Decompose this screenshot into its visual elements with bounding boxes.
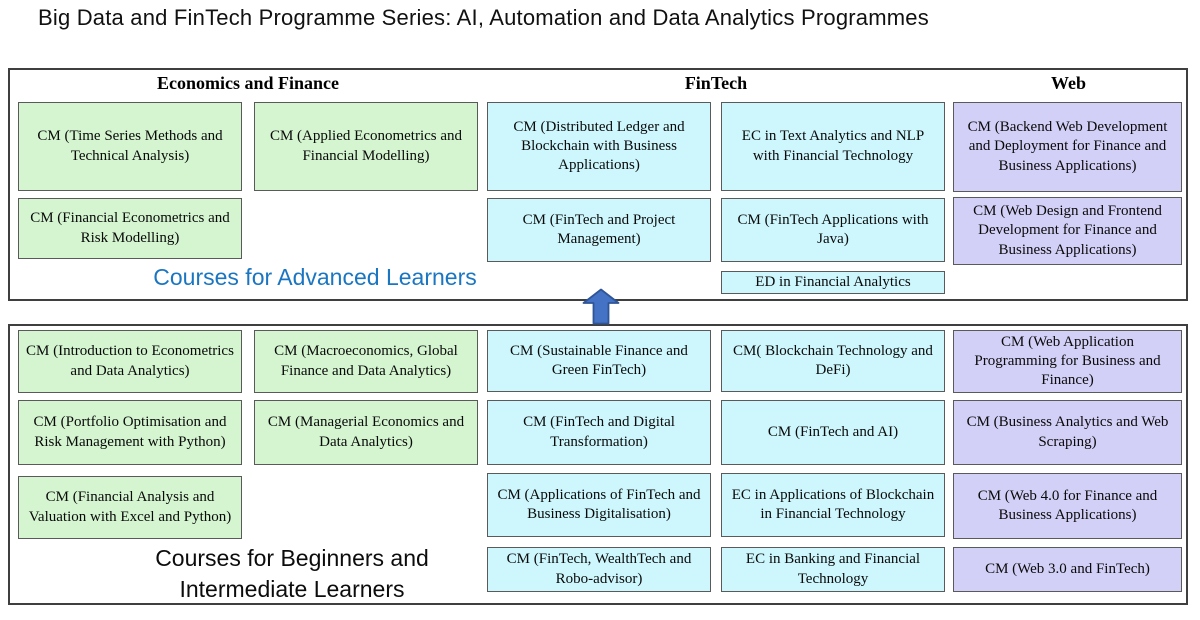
course-cell-financial-econometrics: CM (Financial Econometrics and Risk Mode… bbox=[18, 198, 242, 259]
beginner-label-line1: Courses for Beginners and bbox=[155, 545, 429, 571]
course-cell-portfolio-optimisation: CM (Portfolio Optimisation and Risk Mana… bbox=[18, 400, 242, 465]
course-cell-business-analytics-scraping: CM (Business Analytics and Web Scraping) bbox=[953, 400, 1182, 465]
course-cell-ec-banking: EC in Banking and Financial Technology bbox=[721, 547, 945, 592]
course-cell-wealthtech-roboadvisor: CM (FinTech, WealthTech and Robo-advisor… bbox=[487, 547, 711, 592]
page-title: Big Data and FinTech Programme Series: A… bbox=[38, 5, 929, 30]
course-cell-macroeconomics: CM (Macroeconomics, Global Finance and D… bbox=[254, 330, 478, 393]
course-cell-time-series-methods: CM (Time Series Methods and Technical An… bbox=[18, 102, 242, 191]
advanced-label: Courses for Advanced Learners bbox=[153, 264, 477, 290]
beginner-label-line2: Intermediate Learners bbox=[179, 576, 405, 602]
course-cell-blockchain-defi: CM( Blockchain Technology and DeFi) bbox=[721, 330, 945, 392]
course-cell-applied-econometrics: CM (Applied Econometrics and Financial M… bbox=[254, 102, 478, 191]
course-cell-web-app-programming: CM (Web Application Programming for Busi… bbox=[953, 330, 1182, 393]
course-cell-web-4-0: CM (Web 4.0 for Finance and Business App… bbox=[953, 473, 1182, 539]
course-cell-financial-analysis-valuation: CM (Financial Analysis and Valuation wit… bbox=[18, 476, 242, 539]
course-cell-web-design-frontend: CM (Web Design and Frontend Development … bbox=[953, 197, 1182, 265]
beginner-label: Courses for Beginners and Intermediate L… bbox=[92, 543, 492, 605]
course-cell-ed-financial-analytics: ED in Financial Analytics bbox=[721, 271, 945, 294]
course-cell-distributed-ledger: CM (Distributed Ledger and Blockchain wi… bbox=[487, 102, 711, 191]
course-cell-applications-fintech: CM (Applications of FinTech and Business… bbox=[487, 473, 711, 537]
course-cell-backend-web: CM (Backend Web Development and Deployme… bbox=[953, 102, 1182, 192]
course-cell-ec-blockchain-applications: EC in Applications of Blockchain in Fina… bbox=[721, 473, 945, 537]
course-cell-managerial-economics: CM (Managerial Economics and Data Analyt… bbox=[254, 400, 478, 465]
column-header-economics-finance: Economics and Finance bbox=[156, 73, 339, 93]
up-arrow-icon bbox=[582, 288, 620, 325]
course-cell-text-analytics-nlp: EC in Text Analytics and NLP with Financ… bbox=[721, 102, 945, 191]
course-cell-web-3-0: CM (Web 3.0 and FinTech) bbox=[953, 547, 1182, 592]
course-cell-fintech-project-management: CM (FinTech and Project Management) bbox=[487, 198, 711, 262]
course-cell-digital-transformation: CM (FinTech and Digital Transformation) bbox=[487, 400, 711, 465]
course-cell-sustainable-finance: CM (Sustainable Finance and Green FinTec… bbox=[487, 330, 711, 392]
course-cell-fintech-ai: CM (FinTech and AI) bbox=[721, 400, 945, 465]
course-cell-fintech-java: CM (FinTech Applications with Java) bbox=[721, 198, 945, 262]
column-header-fintech: FinTech bbox=[684, 73, 748, 93]
column-header-web: Web bbox=[1050, 73, 1086, 93]
course-cell-intro-econometrics: CM (Introduction to Econometrics and Dat… bbox=[18, 330, 242, 393]
